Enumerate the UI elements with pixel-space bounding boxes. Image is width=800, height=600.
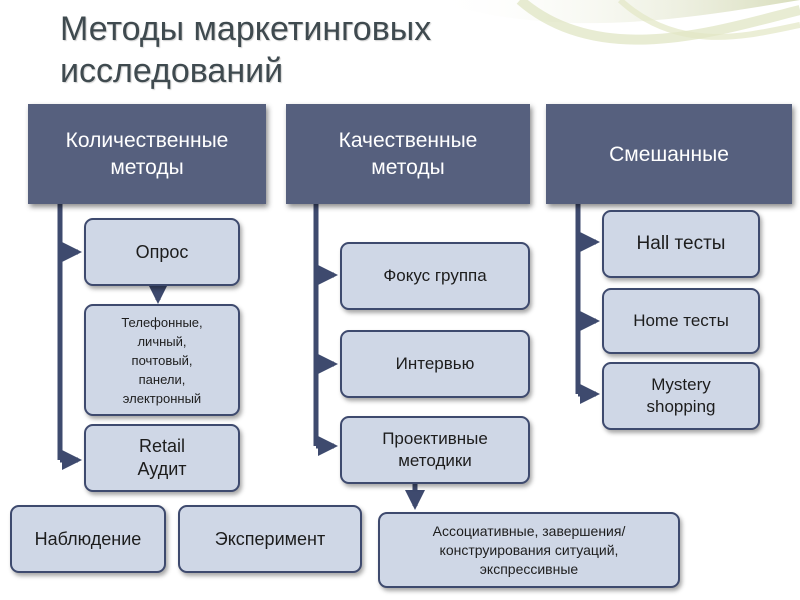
decor-swoosh xyxy=(516,0,800,45)
header-quantitative: Количественные методы xyxy=(28,104,266,204)
node-home-tests: Home тесты xyxy=(602,288,760,354)
node-projective-types-label: Ассоциативные, завершения/ конструирован… xyxy=(432,522,626,577)
node-home-tests-label: Home тесты xyxy=(633,311,729,330)
node-experiment-label: Эксперимент xyxy=(214,528,326,549)
node-survey: Опрос xyxy=(84,218,240,286)
node-hall-tests: Hall тесты xyxy=(602,210,760,278)
decor-swoosh xyxy=(617,0,800,40)
node-observation: Наблюдение xyxy=(10,505,166,573)
node-retail-audit-label: Retail Аудит xyxy=(137,436,187,479)
node-survey-label: Опрос xyxy=(135,241,189,262)
node-experiment: Эксперимент xyxy=(178,505,362,573)
header-quantitative-label: Количественные методы xyxy=(65,129,229,179)
header-qualitative: Качественные методы xyxy=(286,104,530,204)
node-retail-audit: Retail Аудит xyxy=(84,424,240,492)
node-observation-label: Наблюдение xyxy=(34,528,142,549)
node-projective-types: Ассоциативные, завершения/ конструирован… xyxy=(378,512,680,588)
node-projective: Проективные методики xyxy=(340,416,530,484)
header-mixed-label: Смешанные xyxy=(609,142,729,166)
node-survey-types: Телефонные, личный, почтовый, панели, эл… xyxy=(84,304,240,416)
node-interview-label: Интервью xyxy=(395,354,475,373)
node-survey-types-label: Телефонные, личный, почтовый, панели, эл… xyxy=(121,314,203,406)
node-hall-tests-label: Hall тесты xyxy=(636,233,726,254)
node-focus-group: Фокус группа xyxy=(340,242,530,310)
node-mystery-shopping-label: Mystery shopping xyxy=(646,375,716,416)
node-mystery-shopping: Mystery shopping xyxy=(602,362,760,430)
node-interview: Интервью xyxy=(340,330,530,398)
node-projective-label: Проективные методики xyxy=(382,429,488,470)
node-focus-group-label: Фокус группа xyxy=(383,266,487,285)
slide-title: Методы маркетинговых исследований xyxy=(60,10,432,90)
header-qualitative-label: Качественные методы xyxy=(338,129,478,179)
header-mixed: Смешанные xyxy=(546,104,792,204)
